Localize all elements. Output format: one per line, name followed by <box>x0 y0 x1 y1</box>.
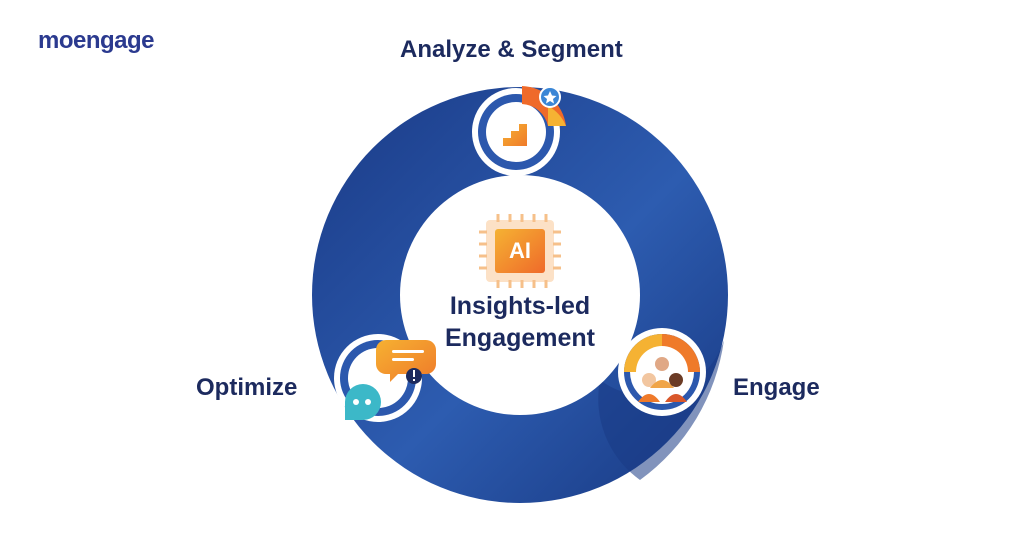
analytics-chart-icon <box>472 86 566 176</box>
center-title: Insights-led Engagement <box>404 290 636 354</box>
users-group-icon <box>618 328 706 416</box>
center-title-line1: Insights-led <box>449 292 591 320</box>
stage-label-analyze-segment: Analyze & Segment <box>400 36 623 63</box>
ai-chip-icon <box>479 214 561 288</box>
chat-bubbles-icon <box>334 334 436 422</box>
center-title-line2: Engagement <box>444 324 596 352</box>
moengage-logo: moengage <box>38 27 155 54</box>
ai-chip-label: AI <box>509 238 531 263</box>
stage-label-optimize: Optimize <box>196 374 298 401</box>
stage-label-engage: Engage <box>733 374 820 401</box>
